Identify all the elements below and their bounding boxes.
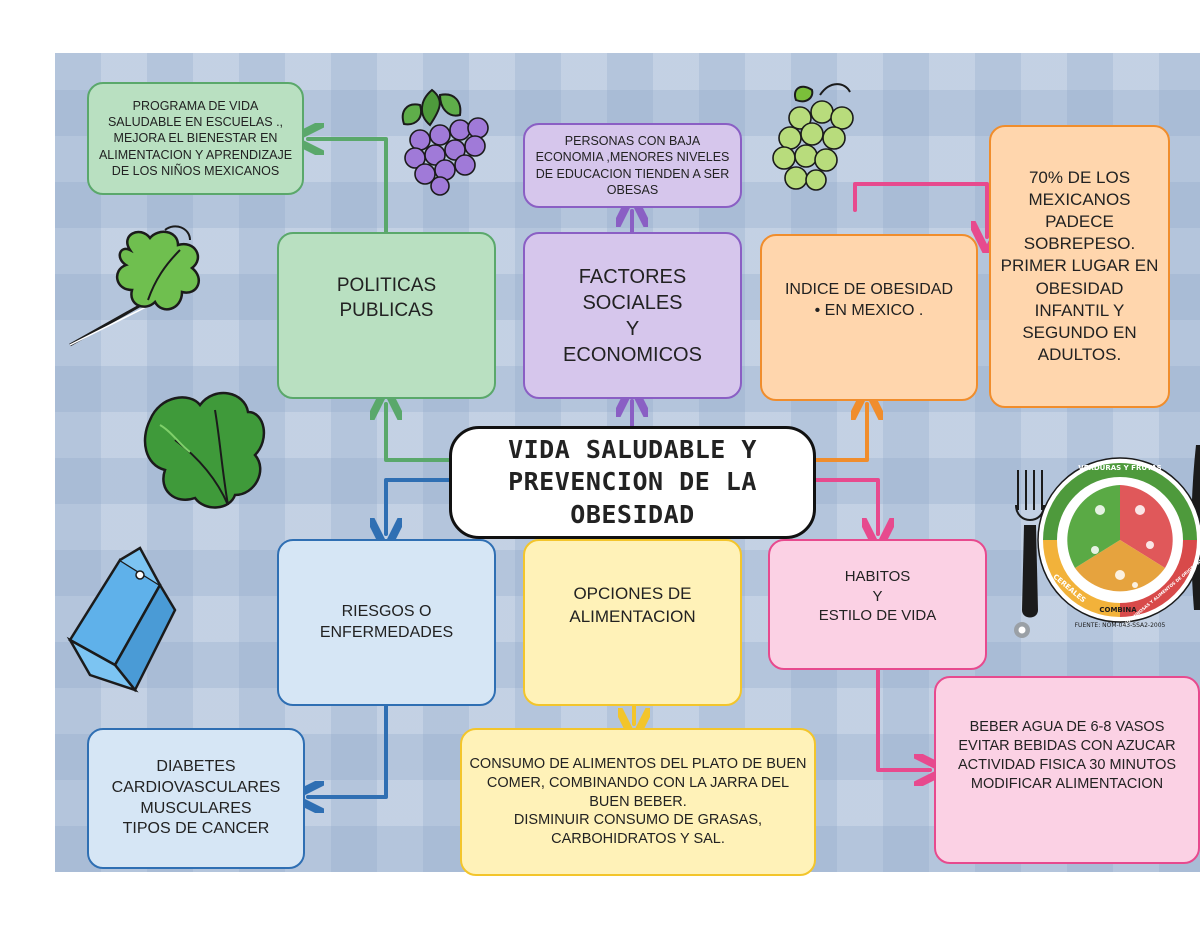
riesgos-detail-text: DIABETES CARDIOVASCULARES MUSCULARES TIP… [111, 757, 281, 838]
indice-obesidad-box: INDICE DE OBESIDAD • EN MEXICO . [760, 234, 978, 401]
arrow-center-to-indice [813, 404, 867, 462]
arrow-center-to-riesgos [386, 478, 452, 534]
arrow-riesgos-to-detail [308, 703, 388, 797]
arrow-politicas-to-detail [308, 139, 388, 236]
opciones-label: OPCIONES DE ALIMENTACION [569, 584, 696, 626]
habitos-detail-box: BEBER AGUA DE 6-8 VASOS EVITAR BEBIDAS C… [934, 676, 1200, 864]
factores-detail-text: PERSONAS CON BAJA ECONOMIA ,MENORES NIVE… [535, 134, 730, 197]
habitos-detail-text: BEBER AGUA DE 6-8 VASOS EVITAR BEBIDAS C… [957, 719, 1177, 792]
opciones-detail-box: CONSUMO DE ALIMENTOS DEL PLATO DE BUEN C… [460, 728, 816, 876]
indice-detail-box: 70% DE LOS MEXICANOS PADECE SOBREPESO. P… [989, 125, 1170, 408]
factores-detail-box: PERSONAS CON BAJA ECONOMIA ,MENORES NIVE… [523, 123, 742, 208]
riesgos-detail-box: DIABETES CARDIOVASCULARES MUSCULARES TIP… [87, 728, 305, 869]
arrow-center-to-habitos [813, 478, 878, 534]
central-topic-title: VIDA SALUDABLE Y PREVENCION DE LA OBESID… [508, 434, 757, 529]
habitos-label: HABITOS Y ESTILO DE VIDA [818, 568, 937, 625]
politicas-label: POLITICAS PUBLICAS [336, 274, 437, 321]
arrow-indice-to-detail [853, 182, 987, 237]
riesgos-enfermedades-box: RIESGOS O ENFERMEDADES [277, 539, 496, 706]
politicas-publicas-box: POLITICAS PUBLICAS [277, 232, 496, 399]
arrow-center-to-politicas [386, 404, 452, 462]
riesgos-label: RIESGOS O ENFERMEDADES [319, 602, 454, 641]
politicas-detail-text: PROGRAMA DE VIDA SALUDABLE EN ESCUELAS .… [98, 98, 293, 178]
indice-detail-text: 70% DE LOS MEXICANOS PADECE SOBREPESO. P… [1000, 168, 1159, 364]
opciones-detail-text: CONSUMO DE ALIMENTOS DEL PLATO DE BUEN C… [469, 755, 807, 848]
central-topic-box: VIDA SALUDABLE Y PREVENCION DE LA OBESID… [449, 426, 816, 539]
habitos-estilo-box: HABITOS Y ESTILO DE VIDA [768, 539, 987, 670]
factores-label: FACTORES SOCIALES Y ECONOMICOS [563, 265, 702, 366]
indice-label: INDICE DE OBESIDAD • EN MEXICO . [784, 280, 954, 319]
politicas-detail-box: PROGRAMA DE VIDA SALUDABLE EN ESCUELAS .… [87, 82, 304, 195]
opciones-alimentacion-box: OPCIONES DE ALIMENTACION [523, 539, 742, 706]
factores-sociales-box: FACTORES SOCIALES Y ECONOMICOS [523, 232, 742, 399]
arrow-habitos-to-detail [876, 667, 930, 770]
